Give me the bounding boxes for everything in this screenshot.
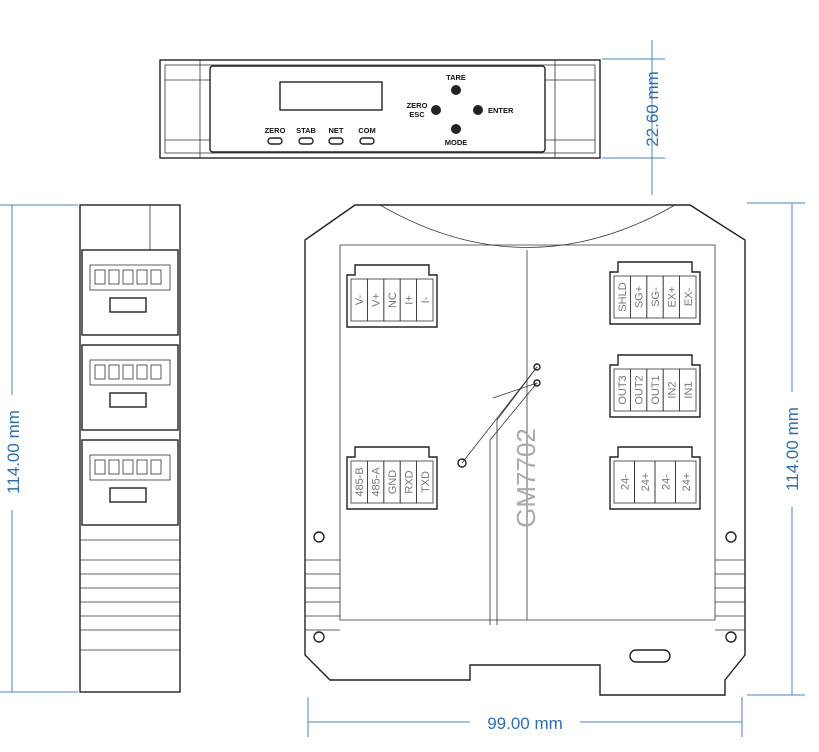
terminal-label: I- bbox=[420, 296, 432, 303]
terminal-label: OUT2 bbox=[634, 375, 646, 404]
terminal-label: IN1 bbox=[683, 381, 695, 398]
terminal-label: SHLD bbox=[617, 282, 629, 311]
svg-text:99.00 mm: 99.00 mm bbox=[487, 714, 563, 733]
top-view: TARE ZERO ESC ENTER MODE ZERO STAB NET C… bbox=[159, 59, 601, 159]
dimension-front-height: 114.00 mm bbox=[747, 202, 805, 696]
tare-button[interactable]: TARE bbox=[446, 73, 466, 95]
terminal-label: I+ bbox=[403, 295, 415, 304]
svg-text:114.00 mm: 114.00 mm bbox=[783, 407, 802, 491]
terminal-label: 24- bbox=[660, 474, 672, 490]
tare-label: TARE bbox=[446, 73, 466, 82]
zero-esc-button[interactable]: ZERO ESC bbox=[407, 101, 441, 119]
svg-text:COM: COM bbox=[358, 126, 376, 135]
connector-right-middle: OUT3 OUT2 OUT1 IN2 IN1 bbox=[609, 354, 701, 418]
indicator-stab: STAB bbox=[296, 126, 317, 145]
front-view: GM7702 V- V+ NC I+ I- 485-B 485-A GND RXD TXD SHLD… bbox=[304, 204, 746, 696]
svg-text:22.60 mm: 22.60 mm bbox=[643, 71, 662, 147]
dimension-top-height: 22.60 mm bbox=[602, 40, 665, 195]
svg-text:114.00 mm: 114.00 mm bbox=[4, 410, 23, 494]
mode-label: MODE bbox=[445, 138, 468, 147]
connector-right-bottom: 24- 24+ 24- 24+ bbox=[609, 446, 701, 510]
terminal-label: V+ bbox=[371, 293, 383, 307]
terminal-label: SG+ bbox=[634, 286, 646, 308]
dimension-side-height: 114.00 mm bbox=[0, 204, 78, 693]
terminal-label: SG- bbox=[650, 287, 662, 307]
svg-text:STAB: STAB bbox=[296, 126, 316, 135]
terminal-label: 24+ bbox=[681, 473, 693, 492]
terminal-label: GND bbox=[387, 470, 399, 495]
esc-label: ESC bbox=[409, 110, 425, 119]
terminal-label: IN2 bbox=[666, 381, 678, 398]
connector-left-bottom: 485-B 485-A GND RXD TXD bbox=[346, 446, 438, 510]
terminal-label: OUT3 bbox=[617, 375, 629, 404]
svg-text:NET: NET bbox=[329, 126, 344, 135]
terminal-label: 24+ bbox=[640, 473, 652, 492]
terminal-label: EX+ bbox=[666, 286, 678, 307]
terminal-label: 485-A bbox=[371, 467, 383, 497]
zero-label: ZERO bbox=[407, 101, 428, 110]
model-label: GM7702 bbox=[511, 428, 541, 528]
terminal-label: 485-B bbox=[354, 467, 366, 496]
terminal-label: TXD bbox=[420, 471, 432, 493]
enter-button[interactable]: ENTER bbox=[473, 105, 514, 115]
indicator-net: NET bbox=[328, 126, 344, 145]
terminal-label: V- bbox=[354, 294, 366, 305]
display-window bbox=[279, 81, 383, 111]
side-view bbox=[79, 204, 181, 693]
dimension-front-width: 99.00 mm bbox=[307, 697, 743, 737]
indicator-com: COM bbox=[358, 126, 376, 145]
indicator-zero: ZERO bbox=[265, 126, 286, 145]
terminal-label: NC bbox=[387, 292, 399, 308]
terminal-label: 24- bbox=[619, 474, 631, 490]
terminal-label: RXD bbox=[403, 470, 415, 493]
mode-button[interactable]: MODE bbox=[445, 124, 468, 147]
enter-label: ENTER bbox=[488, 106, 514, 115]
terminal-label: EX- bbox=[683, 287, 695, 306]
connector-right-top: SHLD SG+ SG- EX+ EX- bbox=[609, 261, 701, 325]
terminal-label: OUT1 bbox=[650, 375, 662, 404]
connector-left-top: V- V+ NC I+ I- bbox=[346, 264, 438, 328]
svg-text:ZERO: ZERO bbox=[265, 126, 286, 135]
